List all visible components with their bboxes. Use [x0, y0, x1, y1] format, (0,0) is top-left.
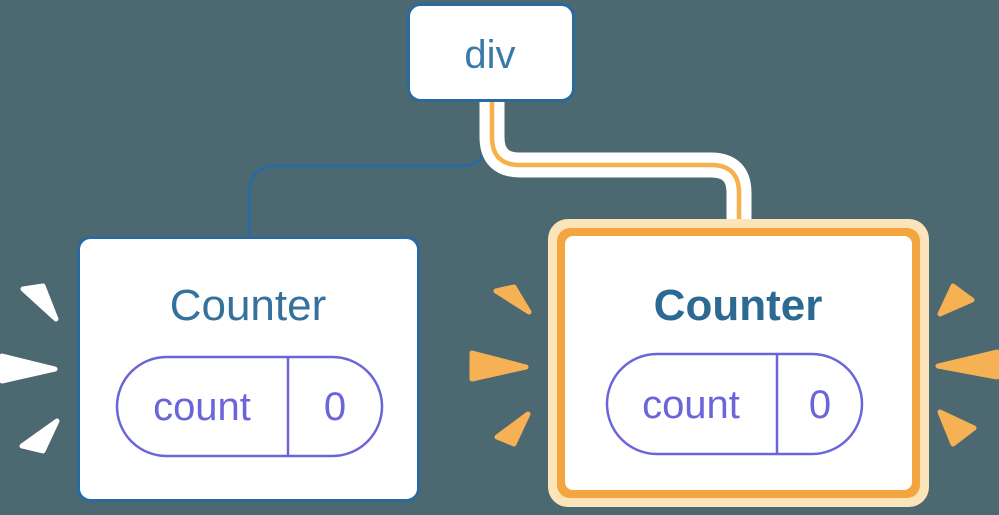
- state-pill-shape: [605, 352, 864, 456]
- spark-icon: [494, 411, 531, 447]
- left-counter-sparks: [0, 283, 60, 454]
- right-counter-state-pill: count 0: [605, 352, 864, 456]
- spark-icon: [937, 409, 977, 447]
- right-counter-title: Counter: [654, 281, 823, 330]
- right-counter-right-sparks: [935, 283, 999, 447]
- spark-icon: [937, 283, 975, 317]
- div-node: div: [407, 3, 575, 102]
- right-counter-left-sparks: [469, 284, 532, 447]
- left-counter-state-pill: count 0: [115, 355, 384, 458]
- spark-icon: [935, 349, 999, 380]
- div-node-box: [407, 3, 575, 102]
- left-counter-title: Counter: [170, 281, 327, 330]
- spark-icon: [20, 283, 59, 322]
- state-pill-shape: [115, 355, 384, 458]
- spark-icon: [0, 353, 58, 384]
- left-counter-node: Counter count 0: [77, 236, 420, 502]
- div-node-label: div: [464, 33, 515, 77]
- state-value: 0: [809, 383, 831, 427]
- spark-icon: [469, 350, 529, 382]
- spark-icon: [493, 284, 532, 315]
- state-label: count: [153, 385, 251, 429]
- state-label: count: [642, 383, 740, 427]
- edge-div-to-right-counter: [489, 100, 742, 230]
- state-value: 0: [324, 385, 346, 429]
- spark-icon: [19, 418, 60, 454]
- right-counter-node: Counter count 0: [548, 219, 929, 507]
